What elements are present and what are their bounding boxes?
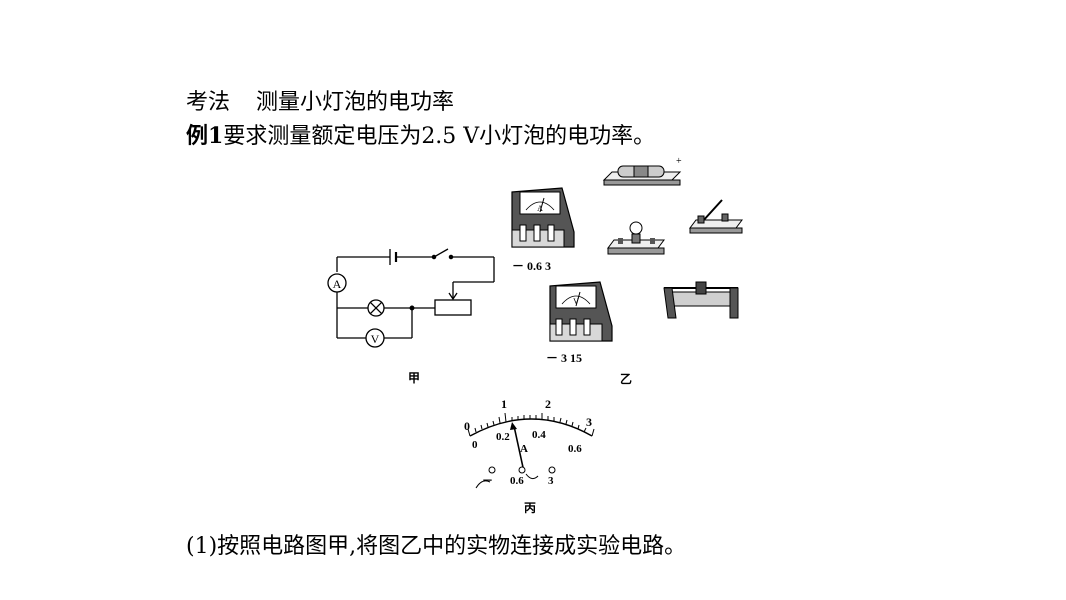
ammeter-face-label: A <box>537 204 543 213</box>
ammeter-dial: 0 1 2 3 0 0.2 0.4 0.6 A － 0.6 3 丙 <box>464 397 595 515</box>
dial-unit: A <box>520 443 528 455</box>
voltmeter-terminals: － 3 15 <box>546 351 582 365</box>
upper-2: 2 <box>545 397 551 411</box>
heading-label: 考法 <box>186 90 231 115</box>
lower-1: 0.2 <box>496 431 510 443</box>
switch-device <box>689 199 743 234</box>
lamp-holder <box>607 221 665 255</box>
rheostat <box>434 299 472 316</box>
upper-1: 1 <box>501 397 507 411</box>
terminal-3: 3 <box>548 475 554 487</box>
caption-bing: 丙 <box>524 501 536 515</box>
voltmeter-face-label: V <box>573 297 579 306</box>
battery-plus-label: + <box>676 156 682 167</box>
switch-lever <box>433 248 449 258</box>
example-tag: 例1 <box>186 123 224 149</box>
lower-3: 0.6 <box>568 443 582 455</box>
section-heading: 考法测量小灯泡的电功率 <box>186 84 454 116</box>
upper-0: 0 <box>464 419 470 433</box>
battery-holder: + <box>602 156 682 186</box>
question-1: (1)按照电路图甲,将图乙中的实物连接成实验电路。 <box>186 534 687 559</box>
terminal-0-6: 0.6 <box>510 475 524 487</box>
example-text: 要求测量额定电压为2.5 V小灯泡的电功率。 <box>223 124 656 149</box>
dial-pointer <box>513 425 525 473</box>
heading-title: 测量小灯泡的电功率 <box>256 90 455 115</box>
example-statement: 例1要求测量额定电压为2.5 V小灯泡的电功率。 <box>186 118 655 150</box>
ammeter-terminals: － 0.6 3 <box>512 259 551 273</box>
ammeter-label: A <box>333 277 342 291</box>
ammeter-device: A － 0.6 3 <box>511 187 575 273</box>
caption-jia: 甲 <box>408 371 420 385</box>
upper-3: 3 <box>586 415 592 429</box>
caption-yi: 乙 <box>620 372 632 386</box>
lower-0: 0 <box>472 439 478 451</box>
voltmeter-label: V <box>371 332 380 346</box>
devices-figure: A － 0.6 3 V － 3 15 + <box>511 156 743 386</box>
circuit-diagram: A V 甲 <box>327 248 495 385</box>
lower-2: 0.4 <box>532 429 546 441</box>
rheostat-device <box>663 281 739 319</box>
voltmeter-device: V － 3 15 <box>546 281 613 365</box>
terminal-minus: － <box>482 475 493 487</box>
